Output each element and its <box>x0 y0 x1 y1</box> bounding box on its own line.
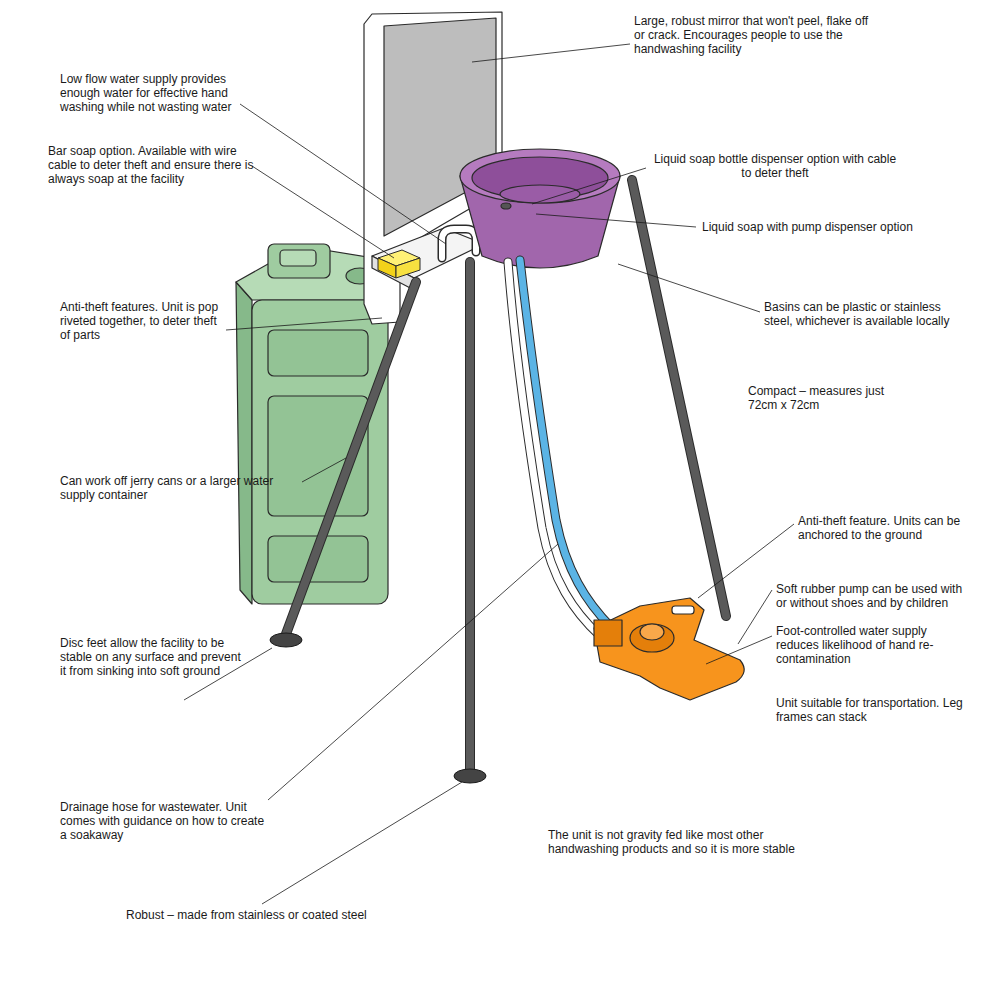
tap <box>442 229 476 258</box>
front-leg <box>470 262 471 770</box>
callout-label: Drainage hose for wastewater. Unit comes… <box>60 800 270 842</box>
callout-label: Low flow water supply provides enough wa… <box>60 72 250 114</box>
callout-label: Robust – made from stainless or coated s… <box>126 908 456 922</box>
callout-label: Basins can be plastic or stainless steel… <box>764 300 954 328</box>
callout-label: Compact – measures just 72cm x 72cm <box>748 384 898 412</box>
callout-label: Can work off jerry cans or a larger wate… <box>60 474 300 502</box>
hoses <box>508 260 612 636</box>
callout-label: Soft rubber pump can be used with or wit… <box>776 582 976 610</box>
basin <box>460 149 620 268</box>
callout-label: Anti-theft features. Unit is pop riveted… <box>60 300 230 342</box>
callout-label: Bar soap option. Available with wire cab… <box>48 144 258 186</box>
callout-label: Foot-controlled water supply reduces lik… <box>776 624 966 666</box>
callout-label: Unit suitable for transportation. Leg fr… <box>776 696 976 724</box>
disc-feet <box>270 633 486 783</box>
foot-pump <box>594 598 744 700</box>
callout-label: Disc feet allow the facility to be stabl… <box>60 636 250 678</box>
callout-label: Large, robust mirror that won't peel, fl… <box>634 14 874 56</box>
callout-label: Liquid soap bottle dispenser option with… <box>650 152 900 180</box>
callout-label: Anti-theft feature. Units can be anchore… <box>798 514 978 542</box>
leader-lines <box>184 44 794 904</box>
callout-label: Liquid soap with pump dispenser option <box>702 220 972 234</box>
bar-soap <box>378 250 420 278</box>
callout-label: The unit is not gravity fed like most ot… <box>548 828 798 856</box>
